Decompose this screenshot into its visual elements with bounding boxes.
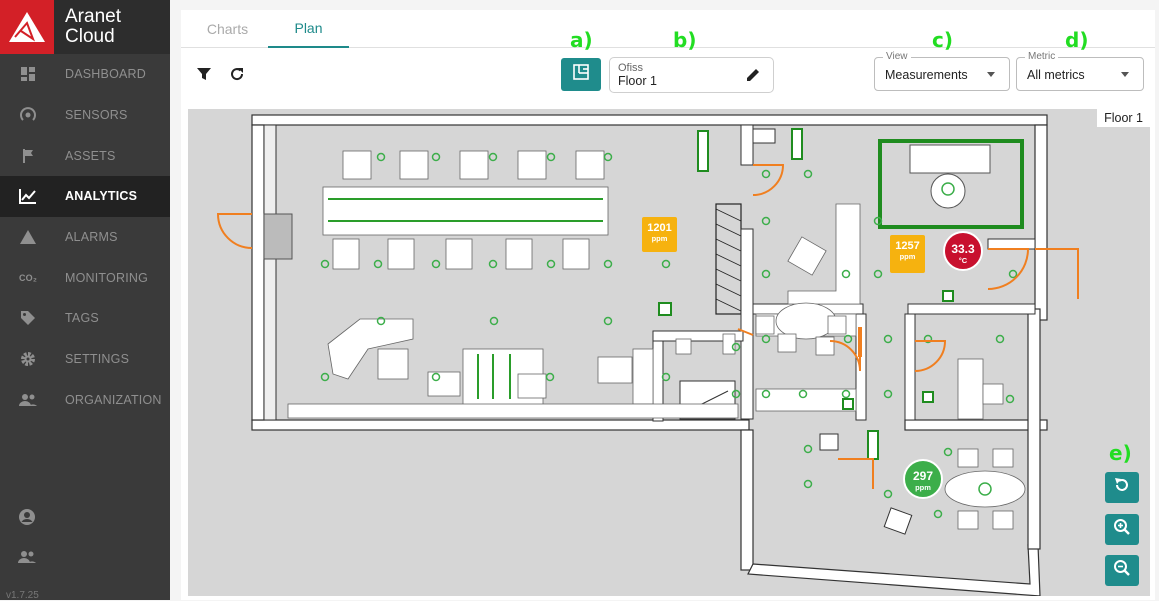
plan-selector[interactable]: Ofiss Floor 1 [609,57,774,93]
sidebar-item-label: ASSETS [65,148,116,163]
chevron-down-icon [987,72,995,77]
sidebar-item-settings[interactable]: SETTINGS [0,339,170,380]
brand[interactable]: Aranet Cloud [0,0,170,54]
floor-plan-drawing [216,114,1079,597]
floor-label: Floor 1 [1097,109,1150,127]
reset-icon [1113,476,1131,499]
zoom-in-icon [1113,518,1131,541]
floor-plan-canvas[interactable]: Floor 1 1201 ppm 1257 ppm 33.3 °C 297 pp… [188,109,1150,597]
sidebar-item-assets[interactable]: ASSETS [0,135,170,176]
sidebar-item-label: DASHBOARD [65,67,146,82]
tab-charts[interactable]: Charts [206,21,249,37]
sidebar-item-organization[interactable]: ORGANIZATION [0,380,170,421]
badge-value: 33.3 [951,242,975,256]
sidebar-item-tags[interactable]: TAGS [0,298,170,339]
account-icon[interactable] [18,508,36,531]
annotation-a: a) [570,28,593,52]
sidebar-item-label: SETTINGS [65,352,130,367]
sensors-icon [18,105,38,125]
warning-icon [18,227,38,247]
sidebar-item-alarms[interactable]: ALARMS [0,217,170,258]
zoom-in-button[interactable] [1105,514,1139,545]
metric-select-value: All metrics [1027,68,1085,82]
badge-unit: °C [958,256,968,265]
badge-unit: ppm [899,252,916,261]
sidebar-item-sensors[interactable]: SENSORS [0,95,170,136]
annotation-b: b) [673,28,697,52]
annotation-c: c) [932,28,953,52]
annotation-d: d) [1065,28,1089,52]
floorplan-icon [573,64,589,85]
co2-sensor-badge[interactable]: 1257 ppm [890,235,925,273]
annotation-e: e) [1109,441,1132,465]
users-icon[interactable] [18,550,36,569]
plan-location: Ofiss [618,62,644,74]
co2-icon: CO₂ [18,272,38,283]
sidebar-item-monitoring[interactable]: CO₂ MONITORING [0,257,170,298]
badge-unit: ppm [915,483,931,492]
sidebar-item-label: SENSORS [65,108,128,123]
badge-value: 1257 [895,240,920,252]
view-select-label: View [883,51,911,62]
main-panel: Charts Plan Ofiss Floor 1 View Measureme… [181,10,1155,600]
chevron-down-icon [1121,72,1129,77]
sidebar-item-label: ALARMS [65,230,118,245]
gear-icon [18,349,38,369]
badge-unit: ppm [651,234,668,243]
tab-bar: Charts Plan [181,10,1155,48]
tab-plan[interactable]: Plan [268,10,349,48]
metric-select-label: Metric [1025,51,1059,62]
co2-sensor-badge[interactable]: 297 ppm [903,459,943,499]
sidebar-item-label: ANALYTICS [65,189,138,204]
zoom-out-button[interactable] [1105,555,1139,586]
zoom-out-icon [1113,559,1131,582]
edit-icon[interactable] [745,67,761,88]
people-icon [18,390,38,410]
view-select-value: Measurements [885,68,968,82]
temperature-sensor-badge[interactable]: 33.3 °C [943,231,983,271]
filter-icon[interactable] [194,64,214,84]
tag-icon [18,308,38,328]
sidebar-item-label: ORGANIZATION [65,392,162,407]
flag-icon [18,146,38,166]
app-version: v1.7.25 [6,590,39,601]
sidebar-item-dashboard[interactable]: DASHBOARD [0,54,170,95]
chart-icon [18,186,38,206]
metric-select[interactable]: Metric All metrics [1016,51,1144,91]
refresh-icon[interactable] [227,64,247,84]
aranet-logo [0,0,54,54]
sidebar: Aranet Cloud DASHBOARD SENSORS ASSETS AN… [0,0,170,601]
co2-sensor-badge[interactable]: 1201 ppm [642,217,677,252]
badge-value: 297 [912,469,934,483]
badge-value: 1201 [647,222,672,234]
sidebar-item-label: TAGS [65,311,99,326]
plan-layout-button[interactable] [561,58,601,91]
sidebar-item-label: MONITORING [65,270,149,285]
plan-floor: Floor 1 [618,74,657,88]
reset-view-button[interactable] [1105,472,1139,503]
sidebar-item-analytics[interactable]: ANALYTICS [0,176,170,217]
view-select[interactable]: View Measurements [874,51,1010,91]
app-name: Aranet Cloud [65,6,121,47]
dashboard-icon [18,64,38,84]
